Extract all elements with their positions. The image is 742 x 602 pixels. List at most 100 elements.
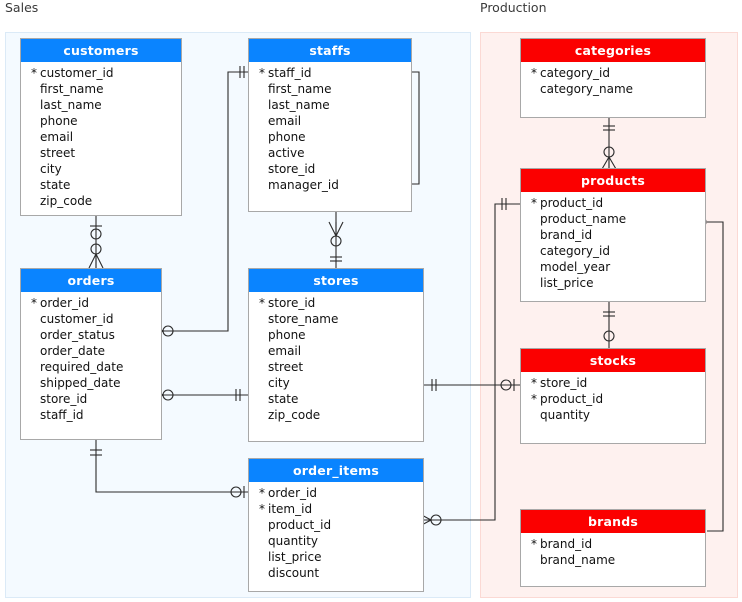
field-customers-phone: phone — [21, 113, 181, 129]
field-label: order_status — [40, 328, 115, 342]
entity-fields-products: *product_id product_name brand_id catego… — [521, 192, 705, 295]
field-customers-email: email — [21, 129, 181, 145]
field-products-product_name: product_name — [521, 211, 705, 227]
field-staffs-phone: phone — [249, 129, 411, 145]
field-label: zip_code — [268, 408, 321, 422]
field-stores-street: street — [249, 359, 423, 375]
field-staffs-last_name: last_name — [249, 97, 411, 113]
field-label: state — [40, 178, 71, 192]
field-label: order_id — [40, 296, 89, 310]
field-label: order_id — [268, 486, 317, 500]
schema-label-production: Production — [480, 0, 547, 15]
field-label: item_id — [268, 502, 313, 516]
field-label: brand_name — [540, 553, 616, 567]
field-customers-city: city — [21, 161, 181, 177]
field-label: customer_id — [40, 66, 114, 80]
field-label: category_id — [540, 244, 610, 258]
field-stocks-store_id: *store_id — [521, 375, 705, 391]
field-label: phone — [268, 328, 306, 342]
field-label: last_name — [268, 98, 330, 112]
entity-fields-customers: *customer_id first_name last_name phone … — [21, 62, 181, 213]
field-label: list_price — [540, 276, 594, 290]
entity-title-customers: customers — [21, 39, 181, 62]
entity-title-products: products — [521, 169, 705, 192]
field-label: store_id — [540, 376, 588, 390]
entity-stocks[interactable]: stocks *store_id *product_id quantity — [520, 348, 706, 444]
field-brands-brand_name: brand_name — [521, 552, 705, 568]
field-orders-staff_id: staff_id — [21, 407, 161, 423]
field-label: discount — [268, 566, 320, 580]
field-label: shipped_date — [40, 376, 121, 390]
field-label: product_id — [540, 392, 604, 406]
field-order-items-product_id: product_id — [249, 517, 423, 533]
pk-marker: * — [259, 296, 265, 310]
field-orders-store_id: store_id — [21, 391, 161, 407]
field-order-items-order_id: *order_id — [249, 485, 423, 501]
entity-brands[interactable]: brands *brand_id brand_name — [520, 509, 706, 587]
pk-marker: * — [259, 486, 265, 500]
field-label: manager_id — [268, 178, 339, 192]
entity-staffs[interactable]: staffs *staff_id first_name last_name em… — [248, 38, 412, 212]
field-categories-category_id: *category_id — [521, 65, 705, 81]
field-label: staff_id — [40, 408, 84, 422]
field-label: active — [268, 146, 305, 160]
pk-marker: * — [531, 66, 537, 80]
entity-products[interactable]: products *product_id product_name brand_… — [520, 168, 706, 302]
entity-fields-staffs: *staff_id first_name last_name email pho… — [249, 62, 411, 197]
field-stores-zip_code: zip_code — [249, 407, 423, 423]
entity-order-items[interactable]: order_items *order_id *item_id product_i… — [248, 458, 424, 592]
entity-title-stocks: stocks — [521, 349, 705, 372]
entity-customers[interactable]: customers *customer_id first_name last_n… — [20, 38, 182, 216]
field-label: product_name — [540, 212, 627, 226]
field-label: phone — [268, 130, 306, 144]
entity-title-categories: categories — [521, 39, 705, 62]
field-order-items-list_price: list_price — [249, 549, 423, 565]
field-customers-first_name: first_name — [21, 81, 181, 97]
field-label: product_id — [268, 518, 332, 532]
field-stores-city: city — [249, 375, 423, 391]
field-label: store_id — [268, 296, 316, 310]
field-label: category_name — [540, 82, 634, 96]
entity-title-orders: orders — [21, 269, 161, 292]
field-label: city — [268, 376, 290, 390]
field-orders-required_date: required_date — [21, 359, 161, 375]
entity-title-staffs: staffs — [249, 39, 411, 62]
field-stocks-quantity: quantity — [521, 407, 705, 423]
pk-marker: * — [531, 392, 537, 406]
field-label: zip_code — [40, 194, 93, 208]
field-stores-phone: phone — [249, 327, 423, 343]
field-products-model_year: model_year — [521, 259, 705, 275]
field-orders-order_id: *order_id — [21, 295, 161, 311]
entity-stores[interactable]: stores *store_id store_name phone email … — [248, 268, 424, 442]
field-categories-category_name: category_name — [521, 81, 705, 97]
field-staffs-staff_id: *staff_id — [249, 65, 411, 81]
field-order-items-discount: discount — [249, 565, 423, 581]
schema-label-sales: Sales — [5, 0, 39, 15]
field-customers-street: street — [21, 145, 181, 161]
entity-orders[interactable]: orders *order_id customer_id order_statu… — [20, 268, 162, 440]
field-label: customer_id — [40, 312, 114, 326]
field-label: order_date — [40, 344, 106, 358]
entity-title-stores: stores — [249, 269, 423, 292]
field-label: state — [268, 392, 299, 406]
field-label: email — [268, 114, 302, 128]
field-label: staff_id — [268, 66, 312, 80]
entity-fields-orders: *order_id customer_id order_status order… — [21, 292, 161, 427]
entity-fields-categories: *category_id category_name — [521, 62, 705, 101]
field-label: quantity — [268, 534, 319, 548]
pk-marker: * — [531, 376, 537, 390]
entity-fields-stores: *store_id store_name phone email street … — [249, 292, 423, 427]
entity-categories[interactable]: categories *category_id category_name — [520, 38, 706, 118]
field-products-brand_id: brand_id — [521, 227, 705, 243]
field-staffs-active: active — [249, 145, 411, 161]
field-label: category_id — [540, 66, 610, 80]
field-staffs-email: email — [249, 113, 411, 129]
field-label: email — [268, 344, 302, 358]
field-orders-order_status: order_status — [21, 327, 161, 343]
field-label: brand_id — [540, 537, 593, 551]
entity-fields-order-items: *order_id *item_id product_id quantity l… — [249, 482, 423, 585]
field-label: email — [40, 130, 74, 144]
field-label: first_name — [40, 82, 104, 96]
field-staffs-manager_id: manager_id — [249, 177, 411, 193]
